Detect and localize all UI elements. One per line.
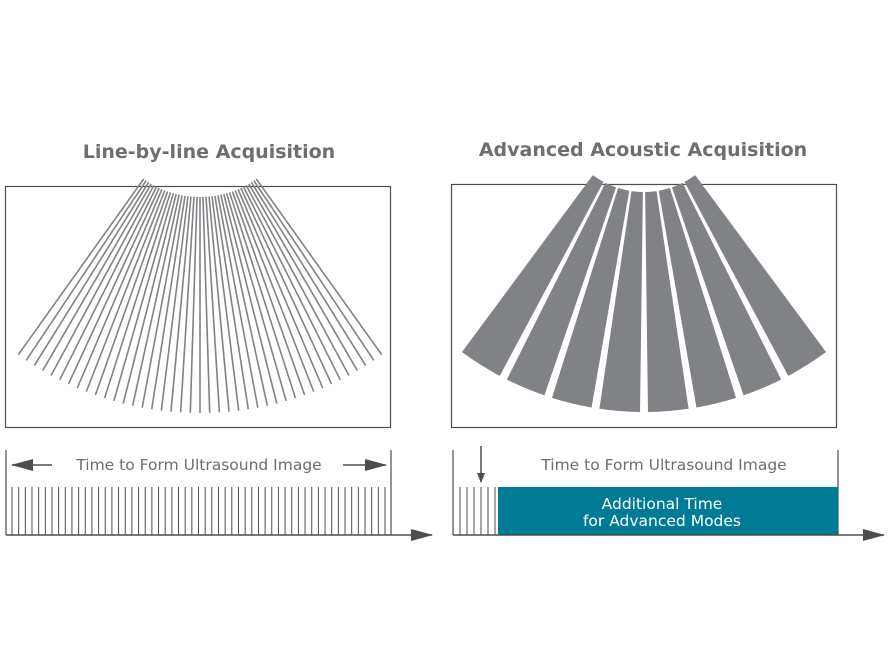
beam-line	[223, 193, 278, 404]
beam-line	[76, 188, 163, 389]
beam-line	[59, 186, 158, 381]
beam-line	[17, 178, 145, 356]
beam-line	[211, 196, 240, 411]
beam-line	[237, 188, 324, 389]
advanced-wedge-fan	[461, 175, 827, 412]
left-image-frame	[4, 185, 392, 429]
left-title: Line-by-line Acquisition	[83, 141, 335, 163]
beam-line	[179, 196, 195, 413]
line-by-line-fan	[17, 178, 383, 413]
left-pulse-ticks	[11, 487, 386, 535]
beam-line	[250, 181, 367, 367]
beam-line	[113, 193, 175, 402]
beam-wedge	[599, 191, 643, 412]
beam-wedge	[461, 175, 604, 376]
beam-line	[220, 194, 269, 406]
beam-line	[94, 191, 169, 396]
beam-line	[131, 194, 180, 406]
beam-line	[253, 180, 375, 361]
right-image-frame	[450, 183, 838, 429]
beam-wedge	[645, 191, 689, 412]
beam-line	[245, 184, 350, 376]
beam-line	[202, 196, 211, 413]
beam-line	[225, 193, 287, 402]
left-timeline-label: Time to Form Ultrasound Image	[75, 456, 321, 474]
beam-line	[141, 195, 183, 408]
beam-line	[231, 191, 306, 396]
right-title: Advanced Acoustic Acquisition	[479, 139, 807, 161]
right-pulse-ticks	[459, 487, 496, 535]
beam-wedge	[684, 175, 827, 376]
beam-line	[122, 193, 177, 404]
beam-line	[248, 183, 359, 371]
right-timeline-label: Time to Form Ultrasound Image	[540, 456, 786, 474]
additional-time-line2: for Advanced Modes	[583, 512, 741, 530]
beam-line	[33, 181, 150, 367]
beam-line	[228, 192, 297, 399]
beam-line	[217, 195, 259, 408]
beam-line	[50, 184, 155, 376]
beam-line	[103, 192, 172, 399]
beam-line	[85, 190, 166, 392]
beam-wedge	[506, 182, 617, 396]
beam-line	[67, 187, 160, 385]
additional-time-block	[498, 487, 838, 535]
beam-line	[189, 196, 198, 413]
beam-wedge	[658, 188, 737, 408]
beam-line	[214, 195, 250, 410]
beam-line	[160, 196, 189, 411]
beam-wedge	[671, 182, 782, 396]
beam-line	[150, 195, 186, 410]
beam-line	[240, 187, 333, 385]
beam-wedge	[551, 188, 630, 408]
beam-line	[41, 183, 152, 371]
beam-line	[205, 196, 221, 413]
beam-line	[170, 196, 192, 412]
beam-line	[255, 178, 383, 356]
beam-line	[208, 196, 230, 412]
beam-line	[25, 180, 147, 361]
additional-time-line1: Additional Time	[602, 495, 723, 513]
beam-line	[242, 186, 341, 381]
beam-line	[234, 190, 315, 392]
